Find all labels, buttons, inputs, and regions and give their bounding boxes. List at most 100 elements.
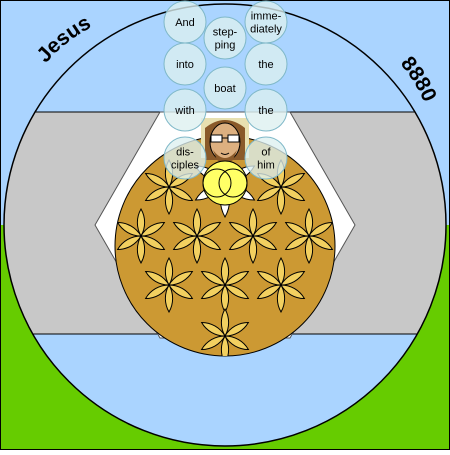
bubble-word: the	[258, 59, 273, 71]
bubble-word: of	[261, 147, 271, 159]
word-bubble-boat: boat	[203, 66, 247, 110]
word-bubble-the-1: the	[244, 42, 288, 86]
bubble-word: And	[175, 17, 195, 29]
flower-petal	[276, 256, 286, 287]
flower-petal	[220, 307, 230, 338]
bubble-word: step-	[213, 27, 238, 39]
flower-petal	[280, 270, 306, 286]
bubble-circle	[244, 136, 288, 180]
bubble-word: dis-	[176, 147, 194, 159]
flower-petal	[144, 270, 170, 286]
flower-petal	[280, 284, 306, 300]
flower-petal	[168, 186, 194, 202]
flower-petal	[228, 235, 254, 251]
flower-petal	[224, 335, 250, 351]
flower-petal	[140, 221, 166, 237]
flower-petal	[256, 186, 282, 202]
bubble-word: with	[174, 105, 195, 117]
word-bubble-with: with	[163, 88, 207, 132]
flower-petal	[172, 235, 198, 251]
flower-petal	[228, 221, 254, 237]
bubble-circle	[203, 66, 247, 110]
word-bubble-steping: step-ping	[203, 16, 247, 60]
flower-petal	[248, 207, 258, 238]
word-bubble-and: And	[163, 0, 207, 44]
flower-petal	[224, 321, 250, 337]
flower-petal	[276, 185, 286, 216]
word-bubble-disciples: dis-ciples	[163, 136, 207, 180]
flower-petal	[248, 234, 258, 265]
flower-petal	[196, 235, 222, 251]
flower-petal	[192, 207, 202, 238]
flower-petal	[276, 283, 286, 314]
flower-petal	[192, 234, 202, 265]
flower-rosette	[144, 256, 194, 314]
flower-petal	[164, 283, 174, 314]
flower-rosette	[116, 207, 166, 265]
flower-petal	[136, 234, 146, 265]
flower-petal	[200, 270, 226, 286]
flower-petal	[164, 185, 174, 216]
main-circle-outline	[3, 3, 447, 447]
bubble-circle	[163, 42, 207, 86]
flower-petal	[252, 235, 278, 251]
flower-rosette	[172, 207, 222, 265]
bubble-word: boat	[214, 83, 235, 95]
flower-petal	[256, 270, 282, 286]
flower-petal	[224, 270, 250, 286]
flower-petal	[256, 284, 282, 300]
bubble-word: imme-	[251, 11, 282, 23]
flower-petal	[308, 235, 334, 251]
flower-petal	[140, 235, 166, 251]
flower-petal	[144, 172, 170, 188]
bubble-word: diately	[250, 24, 282, 36]
word-bubble-into: into	[163, 42, 207, 86]
flower-petal	[220, 256, 230, 287]
bubble-circle	[203, 16, 247, 60]
flower-petal	[116, 221, 142, 237]
flower-petal	[220, 334, 230, 356]
sun-vesica	[202, 168, 248, 198]
bubble-word: him	[257, 160, 275, 172]
flower-petal	[116, 235, 142, 251]
flower-petal	[136, 207, 146, 238]
flower-petal	[164, 256, 174, 287]
flower-rosette	[228, 207, 278, 265]
flower-of-life-pattern	[116, 158, 334, 356]
flower-petal	[200, 284, 226, 300]
flower-petal	[304, 207, 314, 238]
flower-rosette	[200, 307, 250, 356]
sun-circle	[202, 160, 248, 206]
flower-rosette	[256, 158, 306, 216]
flower-petal	[196, 221, 222, 237]
flower-rosette	[284, 207, 334, 265]
flower-petal	[284, 221, 310, 237]
flower-petal	[280, 186, 306, 202]
flower-petal	[168, 284, 194, 300]
jesus-face-icon	[201, 118, 249, 163]
bubble-word: ping	[215, 40, 236, 52]
bubble-circle	[163, 136, 207, 180]
bubble-circle	[244, 42, 288, 86]
flower-petal	[224, 284, 250, 300]
flower-petal	[172, 221, 198, 237]
flower-petal	[280, 172, 306, 188]
bubble-word: into	[176, 59, 194, 71]
flower-petal	[168, 270, 194, 286]
bubble-circle	[244, 88, 288, 132]
flower-petal	[144, 186, 170, 202]
flower-petal	[200, 335, 226, 351]
word-bubble-the-2: the	[244, 88, 288, 132]
flower-rosette	[256, 256, 306, 314]
flower-petal	[144, 284, 170, 300]
flower-petal	[308, 221, 334, 237]
flower-petal	[284, 235, 310, 251]
bubble-word: ciples	[171, 160, 200, 172]
flower-petal	[200, 321, 226, 337]
word-bubble-immediately: imme-diately	[244, 0, 288, 44]
flower-petal	[304, 234, 314, 265]
